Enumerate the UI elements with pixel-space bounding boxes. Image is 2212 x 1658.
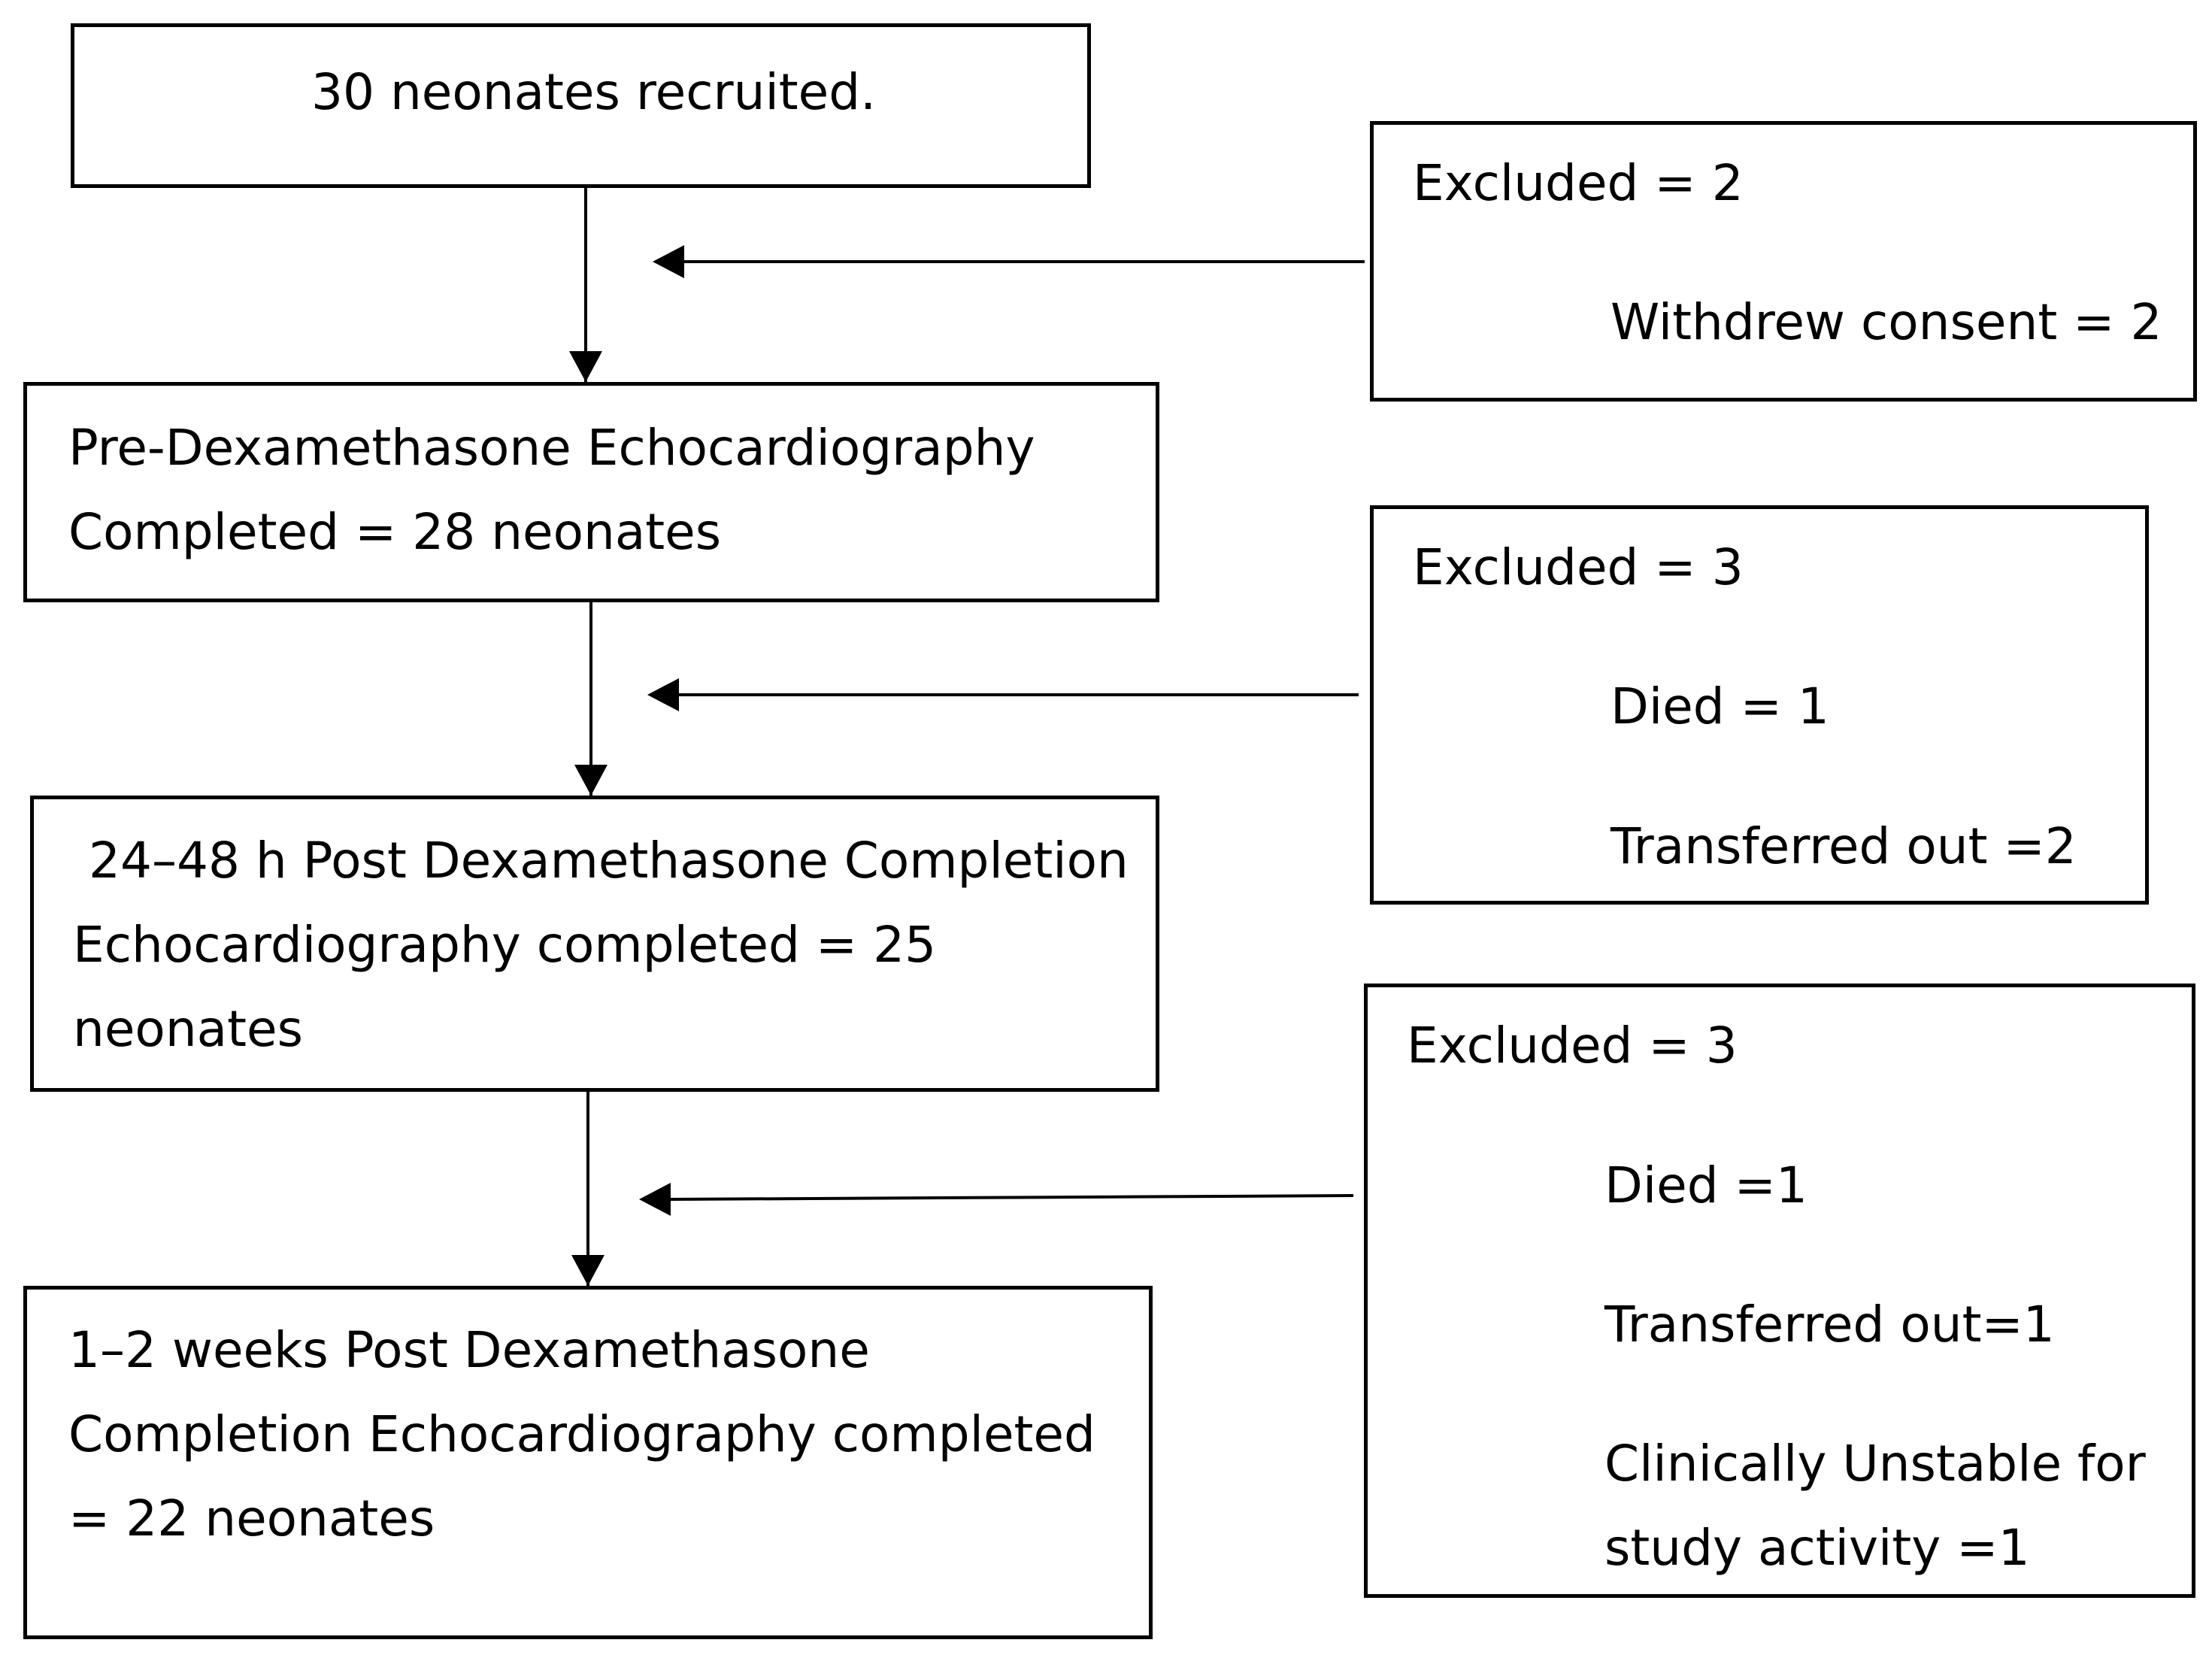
arrowhead-ex3 (639, 1183, 671, 1216)
ex1-item-1: Withdrew consent = 2 (1611, 293, 2162, 351)
ex2-item-2: Transferred out =2 (1611, 817, 2077, 875)
box-exclusion-1: Excluded = 2 Withdrew consent = 2 (1370, 121, 2197, 402)
box-post-1-2-weeks: 1–2 weeks Post Dexamethasone Completion … (23, 1286, 1153, 1639)
arrowhead-ex1 (653, 245, 684, 278)
recruited-text: 30 neonates recruited. (311, 63, 877, 121)
box-pre-dexamethasone: Pre-Dexamethasone Echocardiography Compl… (23, 382, 1159, 602)
arrowhead-1 (569, 351, 602, 382)
ex3-item-1: Died =1 (1604, 1156, 1807, 1214)
box-exclusion-3: Excluded = 3 Died =1 Transferred out=1 C… (1364, 984, 2195, 1598)
post48-line-1: 24–48 h Post Dexamethasone Completion (73, 832, 1129, 890)
post2w-line-2: Completion Echocardiography completed (68, 1405, 1095, 1463)
post48-line-3: neonates (73, 1000, 303, 1058)
post2w-line-3: = 22 neonates (68, 1490, 435, 1547)
box-exclusion-2: Excluded = 3 Died = 1 Transferred out =2 (1370, 505, 2149, 905)
pre-line-2: Completed = 28 neonates (68, 503, 722, 561)
post48-line-2: Echocardiography completed = 25 (73, 916, 937, 974)
pre-line-1: Pre-Dexamethasone Echocardiography (68, 419, 1035, 477)
arrow-exclusion-3 (670, 1194, 1354, 1201)
ex2-title: Excluded = 3 (1413, 538, 1744, 596)
post2w-line-1: 1–2 weeks Post Dexamethasone (68, 1321, 870, 1379)
ex1-title: Excluded = 2 (1413, 154, 1744, 212)
ex3-item-3: Clinically Unstable for (1604, 1435, 2146, 1493)
ex3-title: Excluded = 3 (1407, 1017, 1738, 1075)
box-recruited: 30 neonates recruited. (71, 23, 1091, 188)
arrowhead-ex2 (647, 678, 679, 711)
arrowhead-2 (574, 765, 608, 796)
ex2-item-1: Died = 1 (1611, 677, 1829, 735)
arrowhead-3 (571, 1255, 605, 1286)
ex3-item-2: Transferred out=1 (1604, 1296, 2055, 1353)
ex3-item-4: study activity =1 (1604, 1519, 2030, 1577)
box-post-24-48h: 24–48 h Post Dexamethasone Completion Ec… (30, 796, 1159, 1092)
